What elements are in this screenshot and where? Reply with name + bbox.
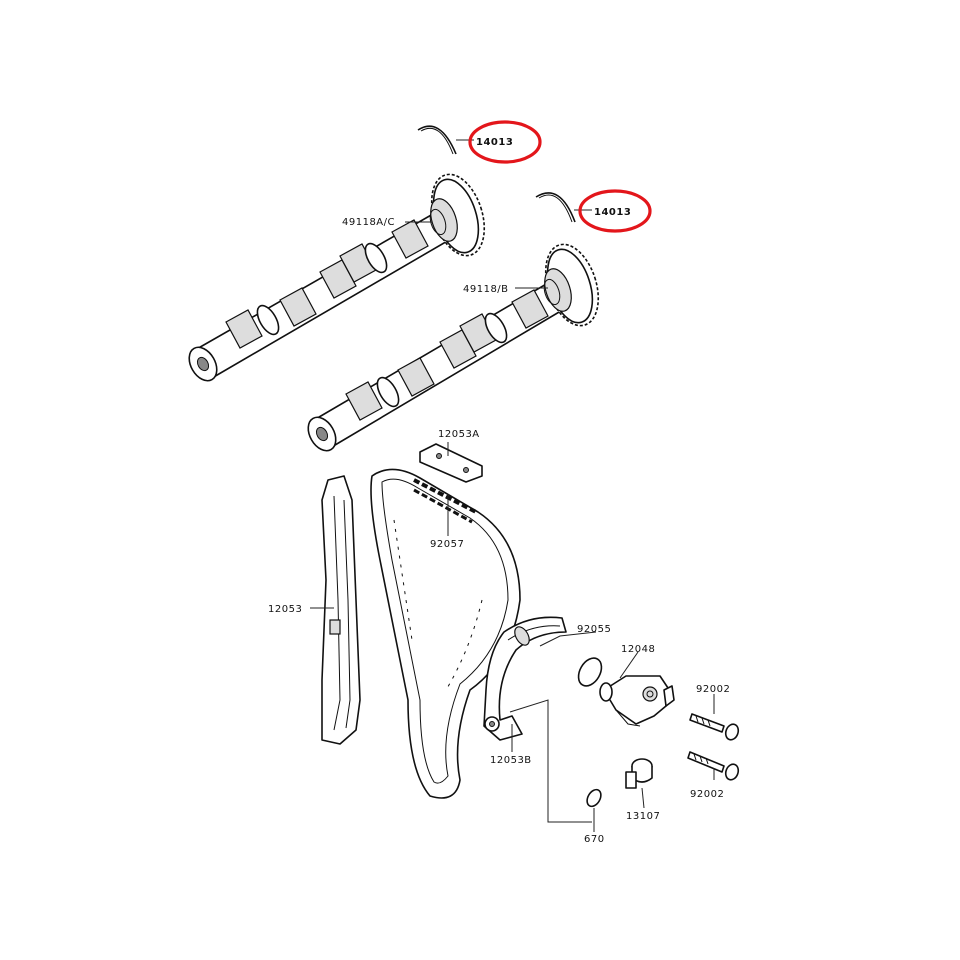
- clip-lower[interactable]: [535, 192, 576, 223]
- highlight-circle-lower: [578, 189, 652, 233]
- label-tensioner: 12048: [621, 644, 655, 655]
- label-clip-lower: 14013: [594, 207, 631, 218]
- tensioner-bolt[interactable]: [625, 758, 653, 789]
- label-tensioner-bolt: 13107: [626, 811, 660, 822]
- camshaft-lower[interactable]: [303, 238, 608, 456]
- label-oring-small: 670: [584, 834, 605, 845]
- label-camshaft-upper: 49118A/C: [342, 217, 395, 228]
- chain-guide-left[interactable]: [321, 475, 361, 745]
- clip-upper[interactable]: [417, 125, 457, 155]
- label-chain: 92057: [430, 539, 464, 550]
- label-guide-top: 12053A: [438, 429, 480, 440]
- label-bolt-upper: 92002: [696, 684, 730, 695]
- tensioner-guide[interactable]: [483, 616, 567, 741]
- highlight-circle-upper: [468, 120, 542, 164]
- oring-tensioner[interactable]: [574, 654, 606, 690]
- camshaft-upper[interactable]: [184, 168, 494, 386]
- cam-chain[interactable]: [370, 468, 521, 799]
- chain-tensioner[interactable]: [599, 675, 675, 727]
- chain-guide-top[interactable]: [419, 443, 483, 483]
- bolt-upper[interactable]: [689, 713, 740, 742]
- label-camshaft-lower: 49118/B: [463, 284, 509, 295]
- label-clip-upper: 14013: [476, 137, 513, 148]
- label-guide-left: 12053: [268, 604, 302, 615]
- label-bolt-lower: 92002: [690, 789, 724, 800]
- label-guide-tensioner: 12053B: [490, 755, 532, 766]
- label-oring-tensioner: 92055: [577, 624, 611, 635]
- sprocket-upper: [429, 173, 486, 257]
- oring-small[interactable]: [584, 787, 603, 809]
- bolt-lower[interactable]: [687, 751, 740, 782]
- sprocket-lower: [543, 243, 600, 327]
